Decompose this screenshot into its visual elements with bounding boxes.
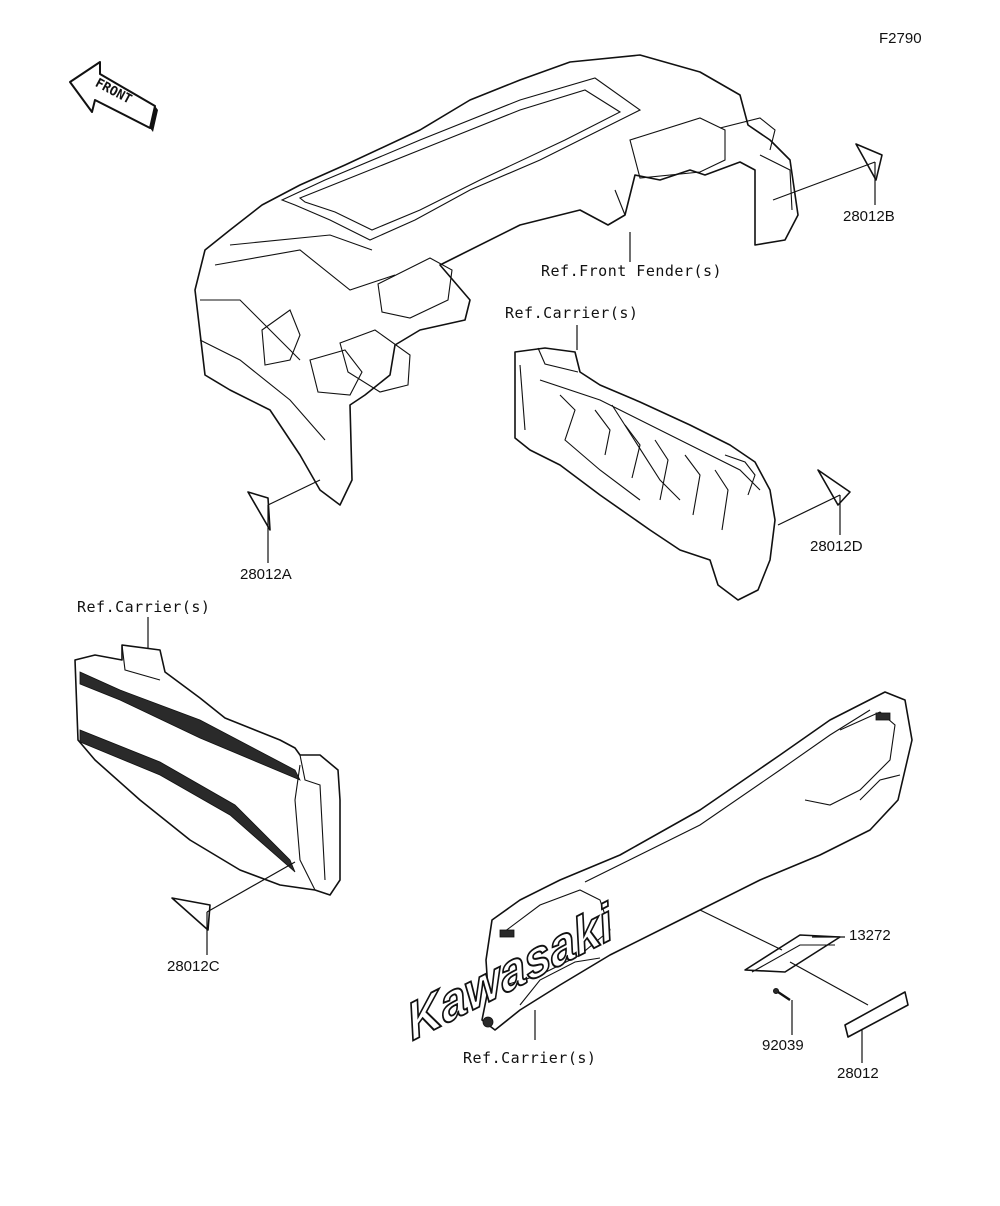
ref-carrier-left-label[interactable]: Ref.Carrier(s) bbox=[77, 598, 211, 616]
part-label-28012A[interactable]: 28012A bbox=[240, 566, 292, 583]
decal-28012C bbox=[171, 897, 211, 931]
leader-lines bbox=[147, 161, 876, 1063]
carrier-top-assembly bbox=[514, 347, 776, 601]
decal-28012B bbox=[855, 143, 883, 181]
plate-13272 bbox=[744, 934, 841, 973]
part-label-28012D[interactable]: 28012D bbox=[810, 538, 863, 555]
part-label-13272[interactable]: 13272 bbox=[849, 927, 891, 944]
decal-28012D bbox=[817, 469, 851, 506]
decal-28012A bbox=[247, 491, 271, 531]
ref-front-fender-label[interactable]: Ref.Front Fender(s) bbox=[541, 262, 723, 280]
part-label-28012[interactable]: 28012 bbox=[837, 1065, 879, 1082]
part-label-28012C[interactable]: 28012C bbox=[167, 958, 220, 975]
figure-code: F2790 bbox=[879, 30, 922, 47]
part-label-28012B[interactable]: 28012B bbox=[843, 208, 895, 225]
carrier-left-assembly bbox=[74, 644, 341, 896]
part-label-92039[interactable]: 92039 bbox=[762, 1037, 804, 1054]
carrier-bottom-assembly: Kawasaki bbox=[401, 691, 913, 1053]
ref-carrier-bottom-label[interactable]: Ref.Carrier(s) bbox=[463, 1049, 597, 1067]
ref-carrier-top-label[interactable]: Ref.Carrier(s) bbox=[505, 304, 639, 322]
decal-28012 bbox=[844, 991, 909, 1038]
screw-92039 bbox=[773, 988, 791, 1001]
front-fender-assembly bbox=[194, 54, 799, 506]
front-direction-arrow-icon: FRONT bbox=[69, 61, 158, 132]
